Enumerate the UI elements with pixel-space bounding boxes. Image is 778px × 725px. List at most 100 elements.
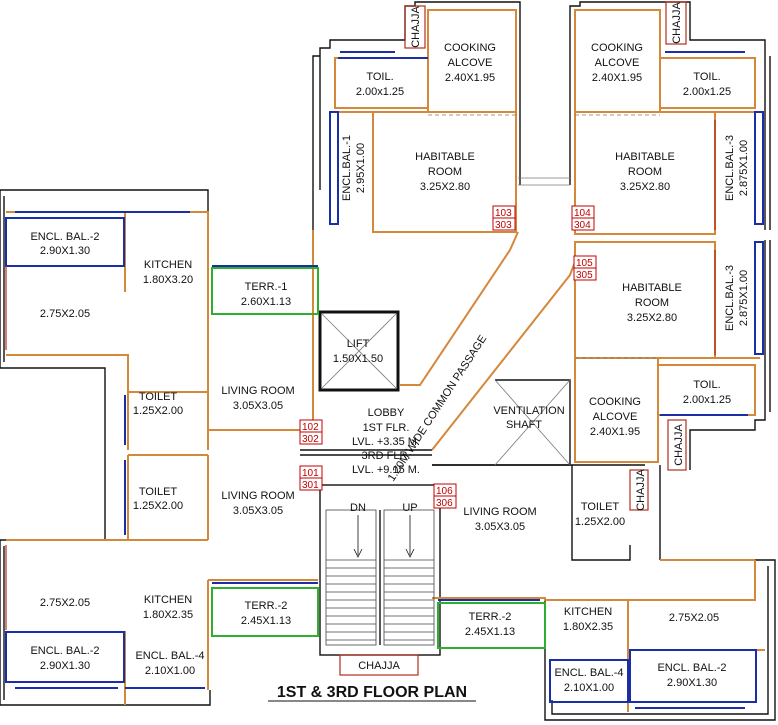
win-bal2-bl-box	[5, 631, 125, 683]
label-hab-104-1: HABITABLE	[615, 151, 675, 163]
label-encl-bal-3a-2: 2.875X1.00	[738, 140, 750, 196]
label-terr-2-right-1: TERR.-2	[469, 611, 512, 623]
label-encl-bal-3b-1: ENCL.BAL.-3	[724, 265, 736, 331]
room-labels: COOKING ALCOVE 2.40X1.95 TOIL. 2.00x1.25…	[30, 2, 750, 694]
badge-102-a: 102	[302, 422, 319, 433]
wall-bottom-right-flat	[544, 559, 776, 721]
label-toilet-106-2: 1.25X2.00	[575, 516, 625, 528]
chajja-top-left-box	[404, 5, 426, 49]
part-hab-103	[372, 111, 517, 233]
label-encl-bal-4-left-2: 2.10X1.00	[145, 665, 195, 677]
badge-104-b: 304	[574, 220, 591, 231]
windows	[5, 51, 764, 709]
label-lobby-4: 3RD FLR.	[362, 450, 411, 462]
label-encl-bal-1-2: 2.95X1.00	[355, 143, 367, 193]
label-toil-105-2: 2.00x1.25	[683, 394, 731, 406]
label-chajja-top-left: CHAJJA	[410, 6, 422, 48]
arrow-up-head	[405, 548, 415, 558]
vent-cross-2	[494, 379, 571, 466]
chajja-top-right-box	[665, 1, 687, 45]
wall-top-left-flat-inner	[312, 55, 320, 230]
terr-2-left-outline	[211, 587, 319, 637]
label-terr-2-right-2: 2.45X1.13	[465, 626, 515, 638]
label-cooking-103-3: 2.40X1.95	[445, 72, 495, 84]
label-terr-1-2: 2.60X1.13	[241, 296, 291, 308]
lift-cross-2	[321, 313, 397, 389]
label-encl-bal-4-right-2: 2.10X1.00	[564, 682, 614, 694]
label-lobby-3: LVL. +3.35 M.	[352, 436, 420, 448]
terraces	[211, 267, 546, 649]
terr-2-right-outline	[437, 602, 546, 649]
badge-103-b: 303	[495, 220, 512, 231]
arrow-dn-head	[353, 548, 363, 558]
label-vent-1: VENTILATION	[493, 405, 564, 417]
label-vent-2: SHAFT	[506, 419, 542, 431]
label-encl-bal-2-br-1: ENCL. BAL.-2	[657, 662, 726, 674]
badge-105-a: 105	[576, 258, 593, 269]
label-lobby-2: 1ST FLR.	[363, 422, 410, 434]
win-encl-bal-1	[329, 111, 339, 225]
part-toil-103	[334, 57, 429, 109]
wall-toilet-106	[571, 465, 631, 561]
label-hab-103-1: HABITABLE	[415, 151, 475, 163]
stair-treads	[326, 559, 434, 641]
label-chajja-top-right: CHAJJA	[671, 2, 683, 44]
stair-right-flight	[383, 509, 435, 646]
label-toilet-101-1: TOILET	[139, 486, 178, 498]
win-bal2-tl-box	[5, 217, 125, 267]
label-encl-bal-1-1: ENCL.BAL.-1	[341, 135, 353, 201]
label-toil-105-1: TOIL.	[693, 379, 720, 391]
label-toil-103-1: TOIL.	[366, 71, 393, 83]
part-106-outer	[432, 560, 756, 601]
plan-title: 1ST & 3RD FLOOR PLAN	[277, 684, 467, 701]
label-kitchen-106-1: KITCHEN	[564, 606, 612, 618]
lift-shaft-wall	[318, 310, 400, 392]
label-cooking-104-3: 2.40X1.95	[592, 72, 642, 84]
badge-102-b: 302	[302, 434, 319, 445]
label-lift-2: 1.50X1.50	[333, 353, 383, 365]
wall-top-right-flat	[569, 1, 766, 230]
label-toilet-101-2: 1.25X2.00	[133, 500, 183, 512]
label-cooking-105-1: COOKING	[589, 396, 641, 408]
part-passage-1	[400, 231, 519, 386]
label-chajja-right-low: CHAJJA	[635, 469, 647, 511]
terr-1-outline	[211, 267, 319, 315]
win-bal4-right-box	[549, 659, 629, 703]
win-encl-bal-3b	[754, 241, 764, 355]
label-toil-104-1: TOIL.	[693, 71, 720, 83]
part-101-outer	[6, 455, 129, 541]
wall-bottom-right-flat-inner	[551, 566, 769, 715]
label-encl-bal-4-left-1: ENCL. BAL.-4	[135, 650, 204, 662]
label-living-102-2: 3.05X3.05	[233, 400, 283, 412]
label-hab-105-3: 3.25X2.80	[627, 312, 677, 324]
label-room-102: 2.75X2.05	[40, 308, 90, 320]
badge-106-a: 106	[436, 486, 453, 497]
label-stair-up: UP	[402, 502, 417, 514]
label-encl-bal-2-br-2: 2.90X1.30	[667, 677, 717, 689]
label-chajja-right-mid: CHAJJA	[673, 424, 685, 466]
label-toilet-106-1: TOILET	[581, 501, 620, 513]
label-living-101-2: 3.05X3.05	[233, 505, 283, 517]
label-hab-104-2: ROOM	[628, 166, 662, 178]
badge-105-b: 305	[576, 270, 593, 281]
label-encl-bal-3a-1: ENCL.BAL.-3	[724, 135, 736, 201]
label-hab-103-2: ROOM	[428, 166, 462, 178]
badge-101-a: 101	[302, 468, 319, 479]
part-cooking-105	[574, 357, 659, 463]
label-hab-105-1: HABITABLE	[622, 282, 682, 294]
label-kitchen-102-2: 1.80X3.20	[143, 274, 193, 286]
interior-partitions	[6, 9, 765, 712]
win-encl-bal-3a	[754, 111, 764, 225]
label-terr-2-left-1: TERR.-2	[245, 600, 288, 612]
label-encl-bal-4-right-1: ENCL. BAL.-4	[554, 667, 623, 679]
label-cooking-103-1: COOKING	[444, 42, 496, 54]
wall-right-mid-flat	[689, 240, 766, 470]
badge-103-a: 103	[495, 208, 512, 219]
staircase	[325, 509, 435, 646]
win-bal2-br-box	[629, 649, 757, 703]
label-living-106-2: 3.05X3.05	[475, 521, 525, 533]
chajja-right-mid-box	[667, 419, 687, 471]
label-hab-104-3: 3.25X2.80	[620, 181, 670, 193]
